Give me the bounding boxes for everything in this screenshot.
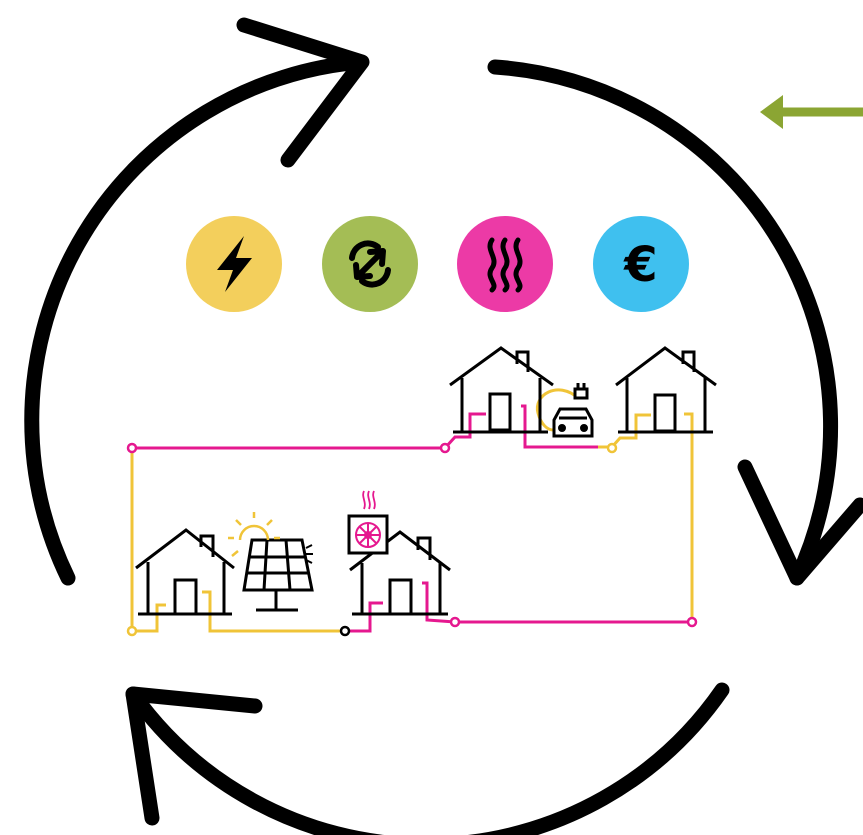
electric-car-icon	[552, 407, 594, 438]
heat-waves-icon	[487, 237, 523, 293]
cycle-arrows	[24, 17, 863, 835]
cycle-arrow-top-left	[24, 17, 370, 586]
house-with-heat-pump	[347, 490, 451, 616]
network-nodes	[126, 442, 698, 637]
house-with-ev-charger	[449, 346, 594, 438]
house-plain	[615, 346, 717, 434]
cycle-arrow-right	[487, 59, 863, 586]
cycle-arrow-bottom	[125, 682, 730, 835]
money-badge: €	[593, 216, 689, 312]
house-with-solar-panel	[135, 512, 314, 616]
ev-charger-plug-icon	[573, 383, 589, 400]
ev-charging-cable	[535, 388, 580, 432]
exchange-arrows-icon	[349, 240, 391, 288]
electricity-badge	[186, 216, 282, 312]
sun-icon	[228, 512, 280, 557]
fan-icon	[355, 522, 381, 548]
arrow-left-icon[interactable]	[760, 95, 863, 129]
arrow-left-head	[760, 95, 783, 129]
solar-panel-icon	[242, 538, 314, 612]
badge-row: €	[186, 216, 689, 312]
lightning-bolt-icon	[217, 236, 252, 292]
exchange-badge	[322, 216, 418, 312]
euro-icon: €	[623, 237, 657, 293]
heat-lines	[132, 404, 692, 633]
heat-pump-icon	[347, 490, 389, 555]
heat-badge	[457, 216, 553, 312]
solar-tick-marks	[305, 544, 313, 564]
heat-waves-small-icon	[362, 490, 376, 510]
